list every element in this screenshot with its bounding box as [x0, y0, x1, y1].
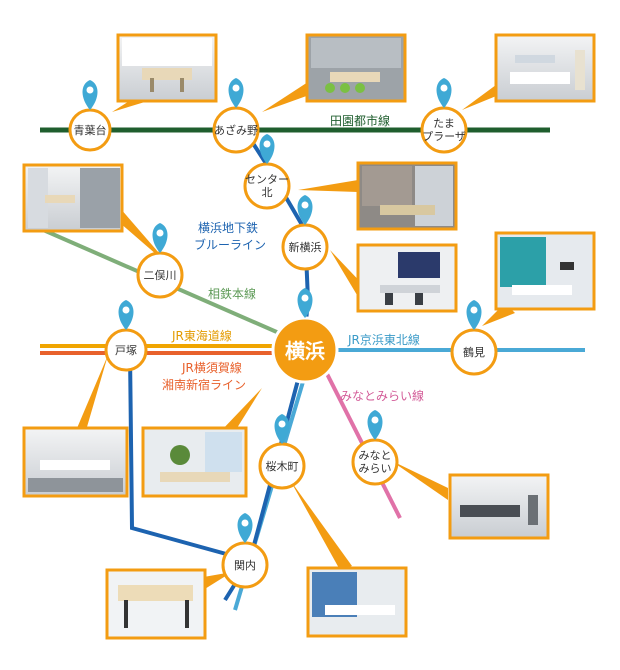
photo-tsurumi[interactable]	[494, 231, 596, 311]
pin-tama-plaza-icon	[436, 78, 452, 108]
station-kannai-label: 関内	[234, 558, 256, 572]
denentoshi-label: 田園都市線	[330, 113, 390, 128]
station-tama-plaza-label-2: プラーザ	[422, 130, 466, 143]
map-pins	[82, 78, 482, 543]
station-minatomirai-label-1: みなと	[359, 449, 392, 462]
station-azamino-label: あざみ野	[214, 123, 258, 137]
sotetsu-label: 相鉄本線	[208, 286, 256, 301]
station-totsuka[interactable]: 戸塚	[104, 328, 148, 372]
pin-totsuka-icon	[118, 300, 134, 330]
photo-shin-yokohama[interactable]	[356, 243, 458, 313]
station-tsurumi-label: 鶴見	[463, 345, 485, 359]
station-futamatagawa-label: 二俣川	[144, 268, 177, 282]
yokosuka-label-2: 湘南新宿ライン	[162, 377, 246, 392]
station-center-kita-label-2: 北	[262, 186, 273, 199]
pin-futamatagawa-icon	[152, 223, 168, 253]
photo-center-kita[interactable]	[356, 161, 458, 231]
minatomirai-label: みなとみらい線	[340, 388, 424, 403]
station-yokohama[interactable]: 横浜	[271, 316, 339, 384]
pin-azamino-icon	[228, 78, 244, 108]
station-center-kita[interactable]: センター 北	[243, 162, 291, 210]
photo-kannai[interactable]	[105, 568, 207, 640]
pin-shin-yokohama-icon	[297, 195, 313, 225]
yokosuka-label-1: JR横須賀線	[181, 360, 242, 375]
blue-line-label-2: ブルーライン	[194, 237, 266, 252]
station-kannai[interactable]: 関内	[221, 541, 269, 589]
photo-tama-plaza[interactable]	[494, 33, 596, 103]
photo-minatomirai[interactable]	[448, 473, 550, 540]
pin-yokohama-icon	[297, 288, 313, 318]
station-tama-plaza[interactable]: たま プラーザ	[420, 106, 468, 154]
photo-yokohama[interactable]	[141, 426, 248, 498]
photo-futamatagawa[interactable]	[22, 163, 124, 233]
station-sakuragicho-label: 桜木町	[266, 459, 299, 473]
station-aobadai-label: 青葉台	[74, 123, 107, 137]
station-totsuka-label: 戸塚	[115, 344, 137, 357]
station-minatomirai[interactable]: みなと みらい	[351, 438, 399, 486]
blue-line-label-1: 横浜地下鉄	[198, 220, 258, 235]
pin-aobadai-icon	[82, 80, 98, 110]
station-yokohama-label: 横浜	[285, 339, 325, 363]
pin-tsurumi-icon	[466, 300, 482, 330]
blue-line-totsuka	[128, 351, 249, 562]
station-azamino[interactable]: あざみ野	[212, 106, 260, 154]
station-shin-yokohama-label: 新横浜	[289, 240, 322, 254]
photo-azamino[interactable]	[305, 33, 407, 103]
station-tama-plaza-label-1: たま	[433, 117, 455, 130]
keihin-tohoku-label: JR京浜東北線	[347, 332, 420, 347]
station-center-kita-label-1: センター	[245, 173, 289, 186]
photo-sakuragicho[interactable]	[306, 566, 408, 638]
pin-minatomirai-icon	[367, 410, 383, 440]
minatomirai-line	[318, 359, 402, 519]
pin-center-kita-icon	[259, 134, 275, 164]
station-futamatagawa[interactable]: 二俣川	[136, 251, 184, 299]
station-aobadai[interactable]: 青葉台	[68, 108, 112, 152]
station-minatomirai-label-2: みらい	[359, 462, 392, 475]
station-tsurumi[interactable]: 鶴見	[450, 328, 498, 376]
photo-totsuka[interactable]	[22, 426, 129, 498]
pin-kannai-icon	[237, 513, 253, 543]
photo-aobadai[interactable]	[116, 33, 218, 103]
pin-sakuragicho-icon	[274, 414, 290, 444]
tokaido-label: JR東海道線	[171, 328, 232, 343]
station-shin-yokohama[interactable]: 新横浜	[281, 223, 329, 271]
station-sakuragicho[interactable]: 桜木町	[258, 442, 306, 490]
